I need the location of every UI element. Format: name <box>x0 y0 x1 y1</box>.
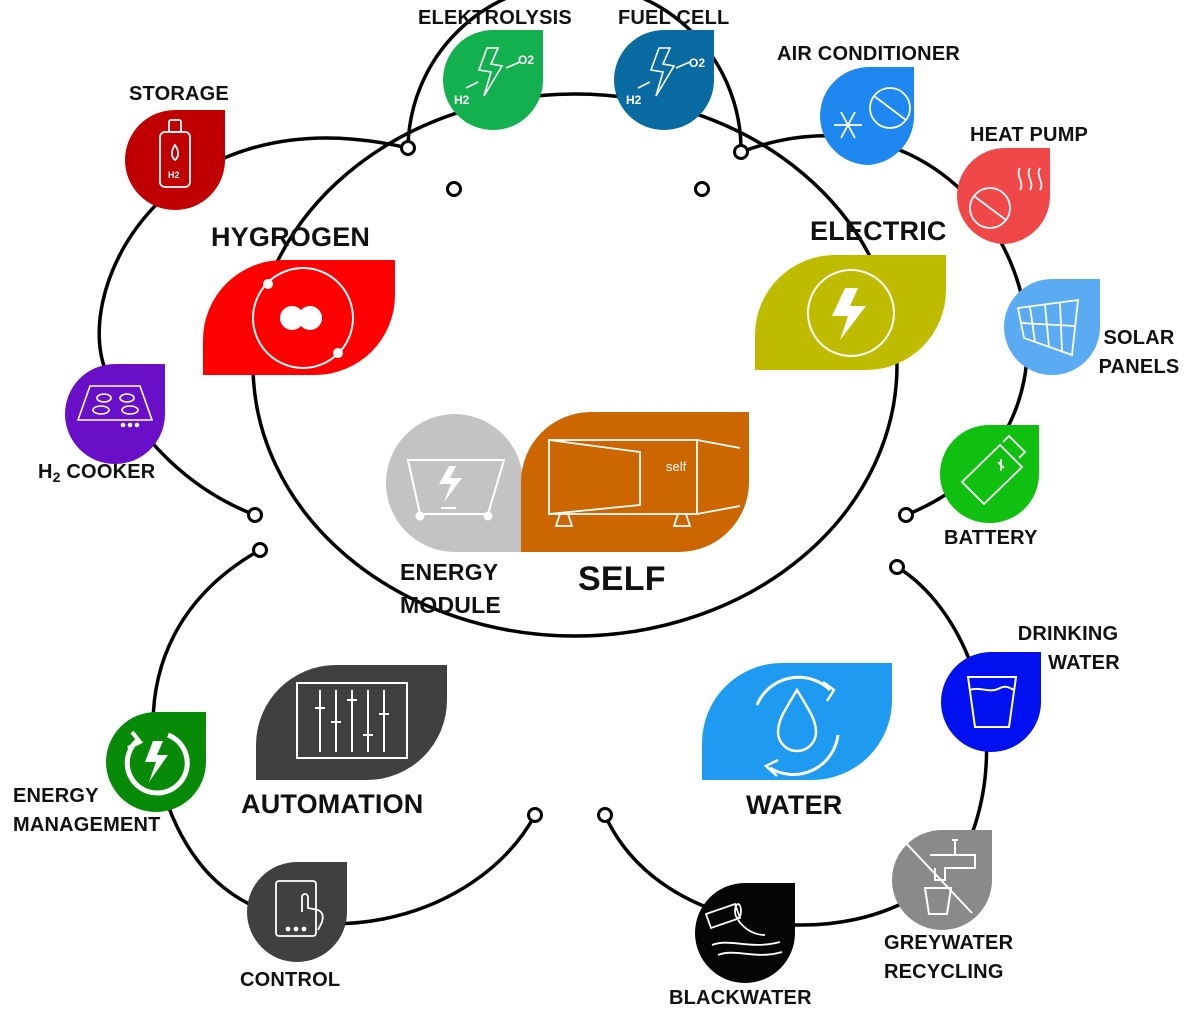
lightning-icon <box>807 269 895 357</box>
water-hub <box>702 663 892 780</box>
electric-title: ELECTRIC <box>810 216 947 246</box>
self-cabin-text: self <box>666 459 687 474</box>
hydrogen-hub <box>203 260 395 375</box>
energy-mgmt-line1: ENERGY <box>13 785 99 807</box>
heat-pump-node <box>957 148 1051 244</box>
battery-label: BATTERY <box>944 527 1038 549</box>
blackwater-label: BLACKWATER <box>669 987 812 1009</box>
cycle-lightning-icon <box>124 730 190 796</box>
automation-title: AUTOMATION <box>241 789 424 819</box>
snowflake-fan-icon <box>834 87 911 139</box>
solar-line1: SOLAR <box>1103 327 1175 349</box>
junction-node <box>733 144 749 160</box>
h2-cooker-prefix: H <box>38 461 53 483</box>
energy-module-line1: ENERGY <box>400 559 499 585</box>
greywater-line1: GREYWATER <box>884 932 1014 954</box>
h2-text: H2 <box>626 93 642 107</box>
air-conditioner-node <box>820 67 915 165</box>
h2-cooker-label: H2 COOKER <box>38 458 155 492</box>
junction-node <box>446 181 462 197</box>
water-title: WATER <box>746 790 843 820</box>
drinking-water-node <box>941 652 1041 752</box>
solar-panels-label: SOLAR PANELS <box>1092 324 1186 382</box>
solar-line2: PANELS <box>1098 356 1180 378</box>
elektrolysis-label: ELEKTROLYSIS <box>418 7 572 29</box>
junction-node <box>597 807 613 823</box>
electric-hub <box>755 255 946 370</box>
h2-cooker-sub: 2 <box>52 469 61 485</box>
heat-icon <box>969 167 1043 229</box>
o2-text: O2 <box>518 53 534 67</box>
junction-node <box>252 542 268 558</box>
h2-text: H2 <box>168 170 180 180</box>
drinking-water-label: DRINKING WATER <box>1008 620 1128 678</box>
storage-node: H2 <box>125 110 225 210</box>
solar-panel-icon <box>1016 298 1080 357</box>
energy-management-node <box>106 712 206 812</box>
self-title: SELF <box>578 560 666 598</box>
gas-cylinder-icon <box>159 119 191 188</box>
storage-label: STORAGE <box>129 83 229 105</box>
control-node <box>247 862 347 962</box>
junction-node <box>247 507 263 523</box>
atom-icon <box>252 267 354 369</box>
elektrolysis-node: O2 H2 <box>443 30 543 130</box>
greywater-label: GREYWATER RECYCLING <box>884 929 1013 987</box>
sliders-icon <box>296 682 408 759</box>
electrolysis-icon <box>465 47 521 97</box>
energy-box-icon <box>406 459 506 521</box>
junction-node <box>898 507 914 523</box>
top-arc <box>406 0 743 153</box>
h2-cooker-suffix: COOKER <box>60 461 156 483</box>
greywater-line2: RECYCLING <box>884 961 1004 983</box>
tap-icon <box>904 839 976 915</box>
energy-module-label: ENERGY MODULE <box>400 556 501 622</box>
o2-text: O2 <box>689 56 705 70</box>
junction-node <box>400 140 416 156</box>
h2-text: H2 <box>454 93 470 107</box>
tablet-touch-icon <box>275 880 324 937</box>
h2-cooker-node <box>65 364 165 464</box>
blackwater-node <box>695 883 795 983</box>
energy-module-line2: MODULE <box>400 592 501 618</box>
bottom-left-arc <box>151 548 537 926</box>
junction-node <box>889 559 905 575</box>
fuel-cell-node: O2 H2 <box>614 30 714 130</box>
fuel-cell-icon <box>637 47 691 97</box>
control-label: CONTROL <box>240 969 341 991</box>
energy-module <box>386 414 523 552</box>
battery-icon <box>960 434 1027 506</box>
automation-hub <box>256 665 447 780</box>
self-unit: self <box>521 412 749 552</box>
hydrogen-title: HYGROGEN <box>211 222 371 252</box>
junction-node <box>694 181 710 197</box>
drinking-line1: DRINKING <box>1017 623 1119 645</box>
stove-icon <box>76 385 154 428</box>
water-cycle-icon <box>755 675 840 777</box>
solar-panels-node <box>1004 279 1100 375</box>
fuel-cell-label: FUEL CELL <box>618 7 730 29</box>
cabin-icon <box>548 439 741 527</box>
energy-mgmt-line2: MANAGEMENT <box>13 814 161 836</box>
air-conditioner-label: AIR CONDITIONER <box>777 43 960 65</box>
glass-icon <box>966 676 1018 728</box>
greywater-node <box>892 830 992 930</box>
heat-pump-label: HEAT PUMP <box>970 124 1089 146</box>
drinking-line2: WATER <box>1048 652 1120 674</box>
pipe-icon <box>704 902 783 956</box>
battery-node <box>940 425 1039 524</box>
junction-node <box>527 807 543 823</box>
left-arc <box>97 136 409 517</box>
energy-management-label: ENERGY MANAGEMENT <box>13 782 161 840</box>
